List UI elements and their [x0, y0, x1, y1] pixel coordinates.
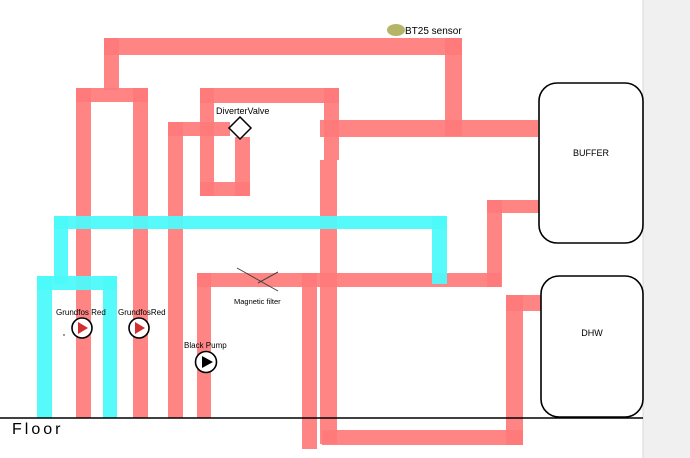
sensor-label: BT25 sensor: [405, 26, 462, 37]
pipe-segment: [324, 88, 339, 160]
pipe-segment: [76, 88, 91, 418]
diverter-valve-label: DiverterValve: [216, 106, 269, 116]
magnetic-filter-label: Magnetic filter: [234, 297, 281, 306]
pipe-segment: [54, 216, 68, 284]
hot-water-pipes: [76, 38, 541, 449]
pump-label-black: Black Pump: [184, 341, 227, 350]
play-triangle-in-circle-icon: [78, 322, 88, 334]
pipe-segment: [197, 273, 211, 418]
pipe-segment: [235, 137, 250, 196]
pipe-segment: [133, 88, 148, 418]
buffer-label: BUFFER: [573, 148, 610, 158]
floor-label: Floor: [12, 421, 63, 438]
pipe-segment: [197, 273, 501, 287]
cold-water-pipes: [37, 216, 447, 418]
pipe-segment: [76, 88, 148, 102]
dhw-tank: [540, 275, 644, 418]
pipe-segment: [104, 38, 119, 90]
play-triangle-in-circle-icon: [202, 356, 213, 368]
pipe-segment: [432, 216, 447, 284]
pipe-segment: [104, 38, 462, 55]
play-triangle-in-circle-icon: [135, 322, 145, 334]
pipe-segment: [320, 160, 337, 444]
pump-label-grundfos-red-2: GrundfosRed: [118, 308, 166, 317]
pipe-segment: [487, 200, 539, 213]
dot-mark: [63, 334, 65, 336]
pipe-segment: [320, 120, 538, 137]
magnetic-filter-mark: [236, 267, 279, 292]
pump-label-grundfos-red-1: Grundfos Red: [56, 308, 106, 317]
pipe-segment: [37, 276, 117, 290]
pipe-segment: [487, 200, 502, 287]
pipe-segment: [54, 216, 447, 229]
pipe-segment: [200, 88, 214, 196]
buffer-tank: [538, 82, 644, 244]
pipe-segment: [302, 273, 317, 449]
pipe-segment: [506, 295, 523, 445]
oval-sensor-icon: [387, 24, 405, 36]
diamond-valve-icon: [227, 115, 253, 141]
pipe-segment: [103, 276, 117, 418]
pipe-segment: [322, 430, 523, 445]
pipe-segment: [37, 276, 52, 418]
pipe-segment: [200, 88, 339, 103]
pipe-segment: [168, 122, 183, 418]
right-margin: [643, 0, 690, 458]
magnetic-filter-mark: [257, 271, 279, 284]
pipe-segment: [506, 295, 541, 311]
dhw-label: DHW: [581, 328, 603, 338]
pipe-segment: [168, 122, 230, 136]
pipe-segment: [445, 38, 462, 136]
